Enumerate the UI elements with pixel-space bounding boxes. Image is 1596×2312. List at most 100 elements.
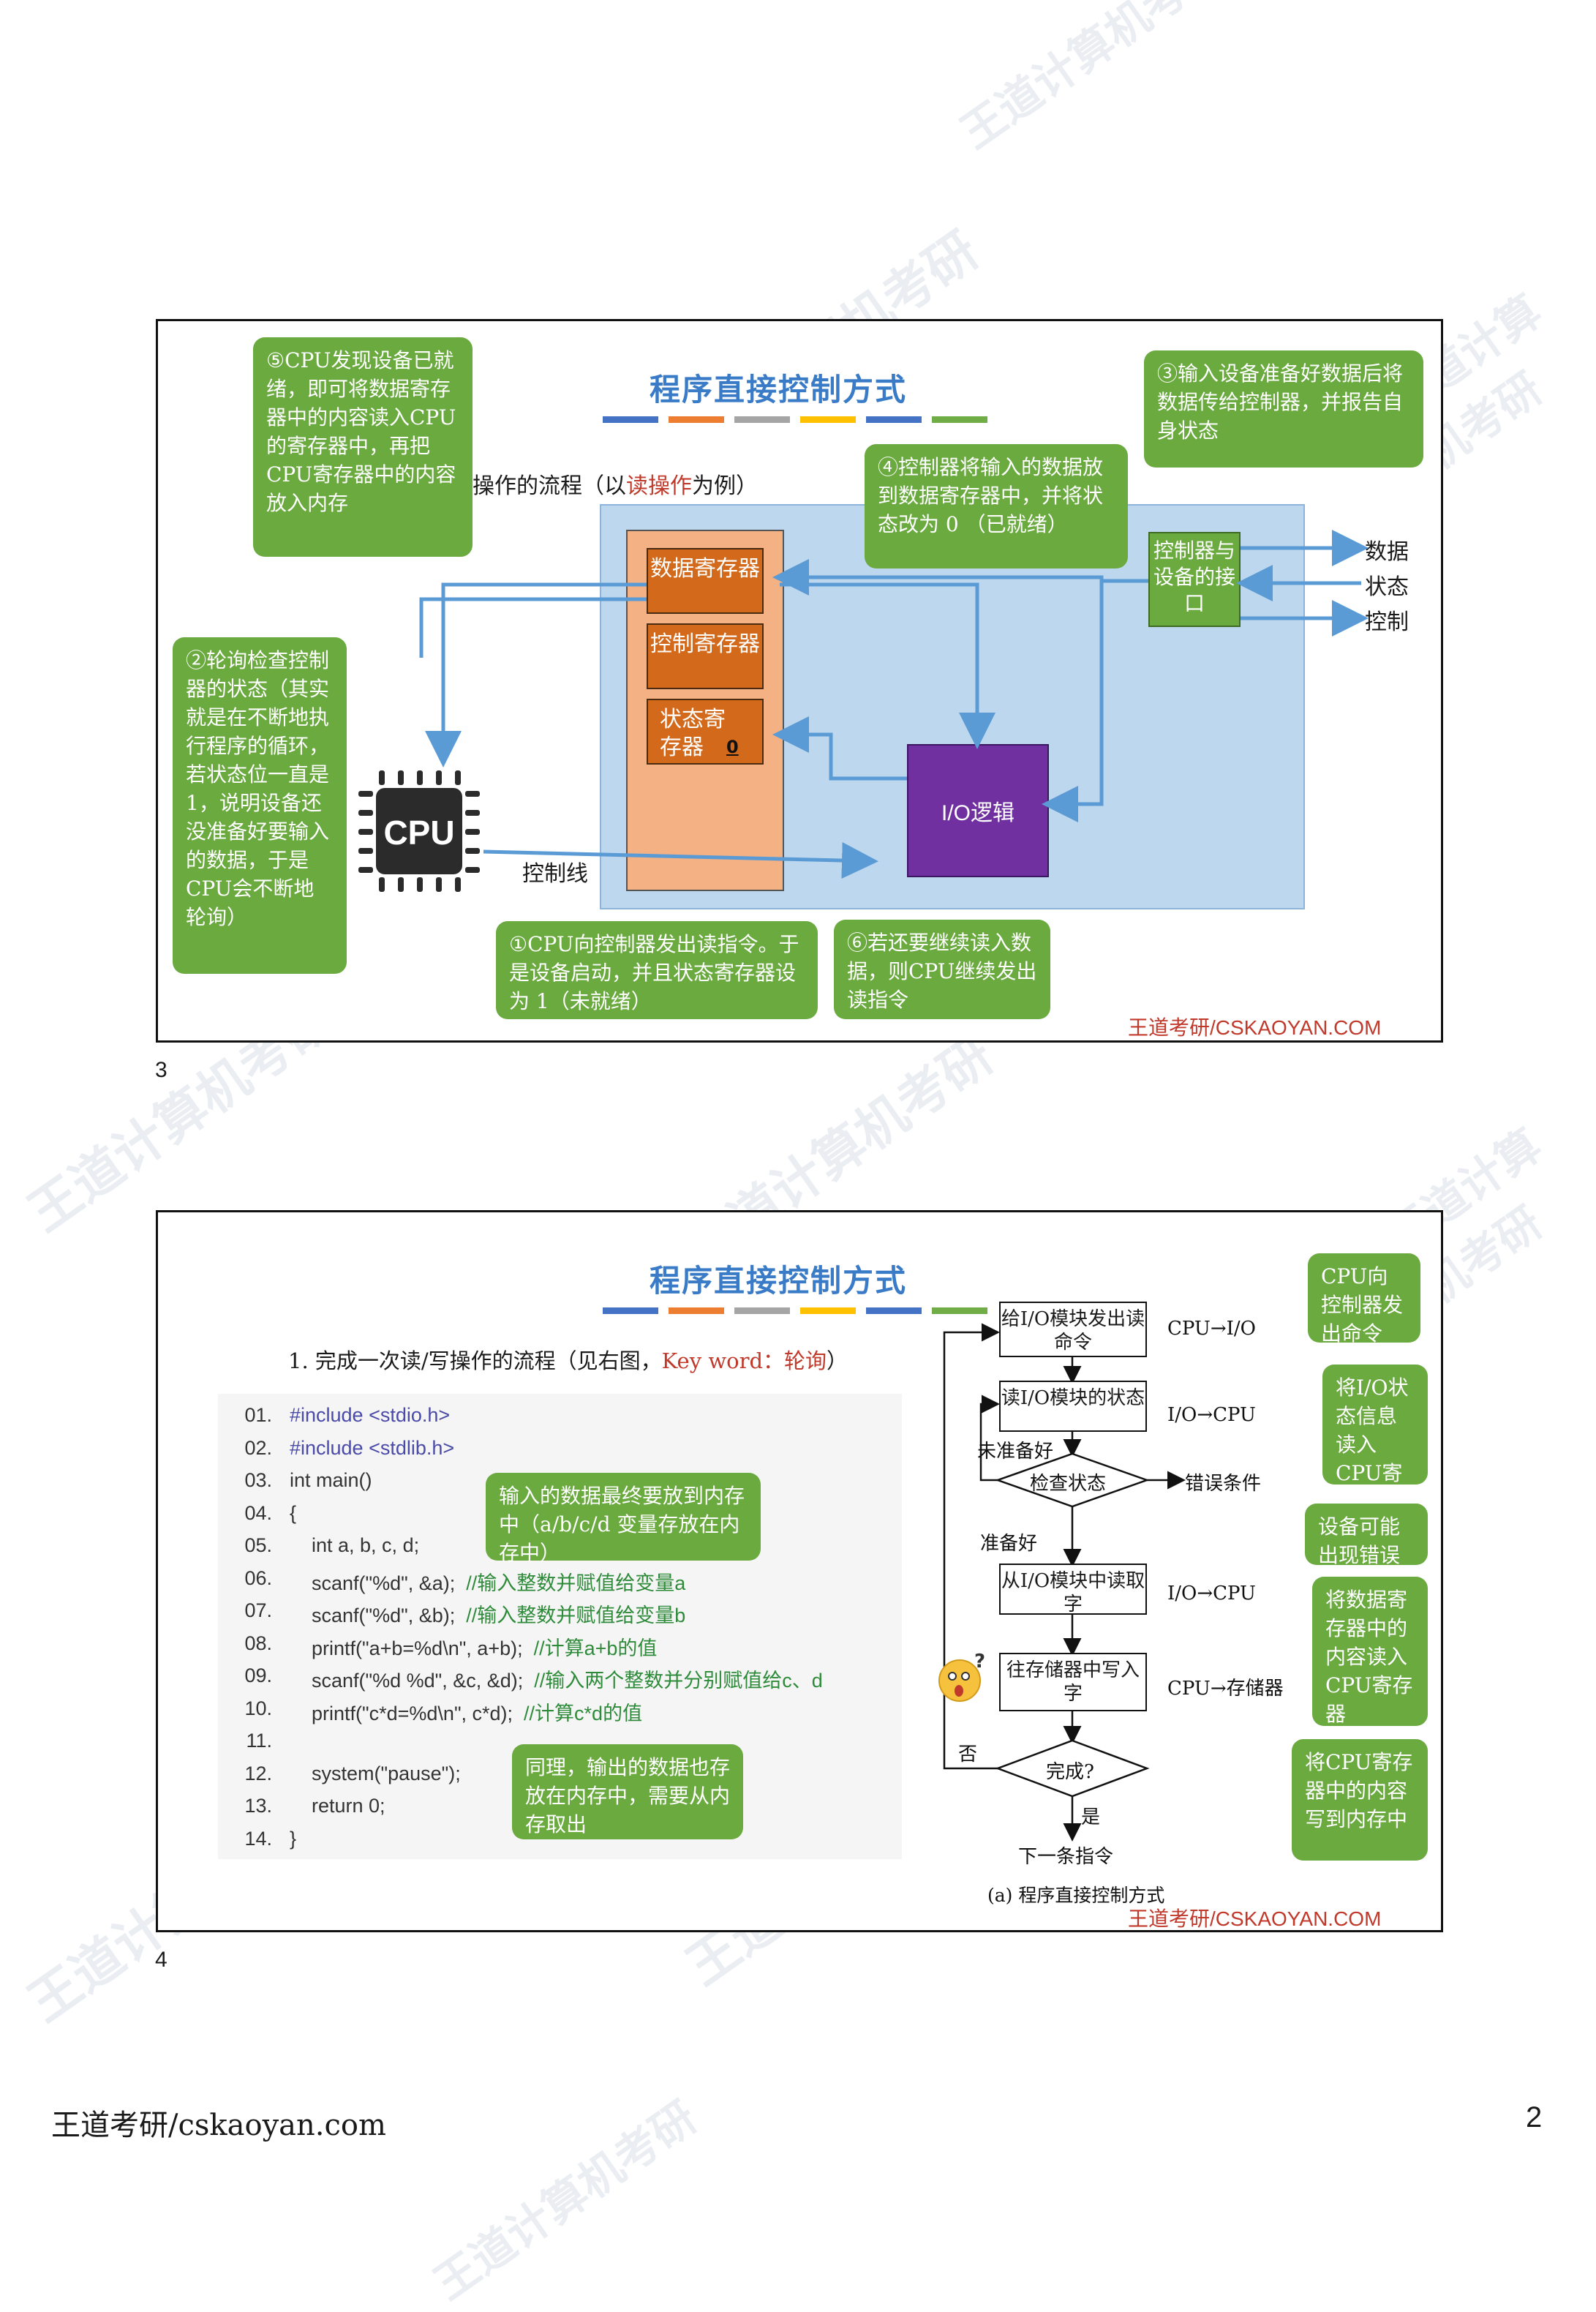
flow-check-status: 检查状态	[1030, 1473, 1107, 1495]
code-line: printf("c*d=%d\n", c*d); //计算c*d的值	[290, 1697, 642, 1726]
subtitle-text: 为例）	[692, 473, 758, 499]
control-line-label: 控制线	[522, 861, 588, 887]
title-bar	[734, 1307, 790, 1314]
title-color-bars	[603, 416, 987, 423]
status-register: 状态寄存器	[647, 699, 764, 765]
label-ready: 准备好	[980, 1533, 1038, 1555]
title-bar	[603, 416, 658, 423]
watermark: 王道计算机考研	[425, 2091, 707, 2311]
flow-next-instruction: 下一条指令	[1018, 1846, 1114, 1868]
code-text: int a, b, c, d;	[290, 1534, 420, 1556]
status-value: 0	[726, 737, 739, 757]
slide-brand: 王道考研/CSKAOYAN.COM	[1128, 1907, 1382, 1930]
side-callout-read-status: 将I/O状态信息读入CPU寄存器	[1322, 1365, 1428, 1514]
io-logic-label: I/O逻辑	[941, 801, 1015, 825]
footer-brand: 王道考研/cskaoyan.com	[51, 2109, 386, 2142]
code-line-number: 13.	[244, 1795, 272, 1817]
code-comment: //计算a+b的值	[533, 1637, 658, 1659]
flowchart-connectors	[943, 1323, 1186, 1842]
side-callout-device-error: 设备可能出现错误	[1305, 1504, 1428, 1567]
code-text: #include <stdio.h>	[290, 1404, 451, 1426]
callout-step4: ④控制器将输入的数据放到数据寄存器中，并将状态改为 0 （已就绪）	[865, 444, 1128, 568]
code-text: scanf("%d", &b);	[290, 1604, 467, 1626]
title-bar	[603, 1307, 658, 1314]
code-text: printf("c*d=%d\n", c*d);	[290, 1702, 524, 1724]
cpu-chip-icon	[357, 769, 481, 893]
callout-output-memory: 同理，输出的数据也存放在内存中，需要从内存取出	[512, 1744, 743, 1839]
done-diamond	[995, 1739, 1150, 1798]
code-line-number: 07.	[244, 1599, 272, 1621]
signal-control-label: 控制	[1365, 609, 1409, 635]
code-comment: //计算c*d的值	[524, 1702, 643, 1724]
code-text: int main()	[290, 1469, 372, 1491]
code-text: #include <stdlib.h>	[290, 1436, 455, 1459]
title-bar	[932, 1307, 987, 1314]
label-not-ready: 未准备好	[977, 1441, 1054, 1463]
flow-read-word: 从I/O模块中读取字	[999, 1564, 1147, 1615]
code-text: scanf("%d", &a);	[290, 1572, 467, 1594]
status-register-label: 状态寄存器	[660, 707, 726, 760]
side-callout-cpu-command: CPU向控制器发出命令	[1308, 1253, 1420, 1345]
code-text: }	[290, 1827, 297, 1850]
direction-4: CPU→存储器	[1167, 1678, 1284, 1700]
code-line-number: 03.	[244, 1469, 272, 1491]
title-bar	[866, 416, 922, 423]
subtitle-text: 操作的流程（以	[473, 473, 626, 499]
code-line: #include <stdio.h>	[290, 1404, 450, 1427]
title-bar	[669, 416, 724, 423]
data-register: 数据寄存器	[647, 548, 764, 614]
code-comment: //输入两个整数并分别赋值给c、d	[534, 1670, 823, 1692]
flow-read-status: 读I/O模块的状态	[999, 1381, 1147, 1432]
code-text: scanf("%d %d", &c, &d);	[290, 1670, 535, 1692]
title-bar	[669, 1307, 724, 1314]
flowchart-caption: (a) 程序直接控制方式	[987, 1885, 1165, 1906]
label-error: 错误条件	[1185, 1473, 1262, 1495]
code-line: }	[290, 1828, 296, 1850]
label-no: 否	[958, 1744, 978, 1765]
code-line: printf("a+b=%d\n", a+b); //计算a+b的值	[290, 1632, 657, 1661]
heading-text: 1. 完成一次读/写操作的流程（见右图，	[288, 1348, 662, 1373]
callout-step1: ①CPU向控制器发出读指令。于是设备启动，并且状态寄存器设为 1（未就绪）	[496, 921, 818, 1019]
slide-title: 程序直接控制方式	[650, 1263, 908, 1299]
code-line: scanf("%d %d", &c, &d); //输入两个整数并分别赋值给c、…	[290, 1664, 823, 1693]
title-bar	[800, 416, 856, 423]
code-line: scanf("%d", &b); //输入整数并赋值给变量b	[290, 1599, 685, 1628]
label-yes: 是	[1081, 1806, 1101, 1828]
cpu-label: CPU	[383, 814, 455, 852]
code-line-number: 12.	[244, 1762, 272, 1784]
title-bar	[800, 1307, 856, 1314]
code-line: {	[290, 1502, 296, 1525]
code-line: return 0;	[290, 1795, 385, 1817]
flow-write-memory: 往存储器中写入字	[999, 1653, 1147, 1711]
page-number: 2	[1526, 2101, 1543, 2133]
code-line: int main()	[290, 1469, 372, 1492]
slide-3: 程序直接控制方式 操作的流程（以读操作为例） 数据寄存器 控制寄存器 状态寄存器…	[156, 319, 1443, 1043]
slide-number: 3	[155, 1058, 167, 1082]
code-comment: //输入整数并赋值给变量b	[466, 1604, 686, 1626]
code-line: #include <stdlib.h>	[290, 1437, 454, 1460]
direction-3: I/O→CPU	[1167, 1583, 1256, 1604]
callout-step6: ⑥若还要继续读入数据，则CPU继续发出读指令	[834, 920, 1050, 1019]
callout-step5: ⑤CPU发现设备已就绪，即可将数据寄存器中的内容读入CPU的寄存器中，再把CPU…	[253, 337, 473, 557]
slide-brand: 王道考研/CSKAOYAN.COM	[1128, 1016, 1382, 1039]
signal-status-label: 状态	[1365, 574, 1409, 600]
watermark: 王道计算机考研	[952, 0, 1233, 159]
code-line-number: 11.	[246, 1730, 272, 1752]
signal-data-label: 数据	[1365, 539, 1409, 565]
control-register: 控制寄存器	[647, 623, 764, 689]
title-color-bars	[603, 1307, 987, 1314]
code-line-number: 01.	[244, 1404, 272, 1426]
flow-send-command: 给I/O模块发出读命令	[999, 1302, 1147, 1357]
code-line-number: 04.	[244, 1501, 272, 1524]
slide-subtitle: 操作的流程（以读操作为例）	[473, 468, 758, 500]
code-text: printf("a+b=%d\n", a+b);	[290, 1637, 534, 1659]
svg-text:?: ?	[974, 1651, 985, 1673]
surprised-face-icon: ?	[938, 1651, 990, 1704]
code-line-number: 08.	[244, 1632, 272, 1654]
code-comment: //输入整数并赋值给变量a	[466, 1572, 686, 1594]
code-line-number: 09.	[244, 1664, 272, 1686]
code-line: system("pause");	[290, 1763, 461, 1785]
side-callout-write-memory: 将CPU寄存器中的内容写到内存中	[1292, 1739, 1428, 1861]
code-line-number: 06.	[244, 1566, 272, 1589]
code-text: system("pause");	[290, 1762, 461, 1784]
